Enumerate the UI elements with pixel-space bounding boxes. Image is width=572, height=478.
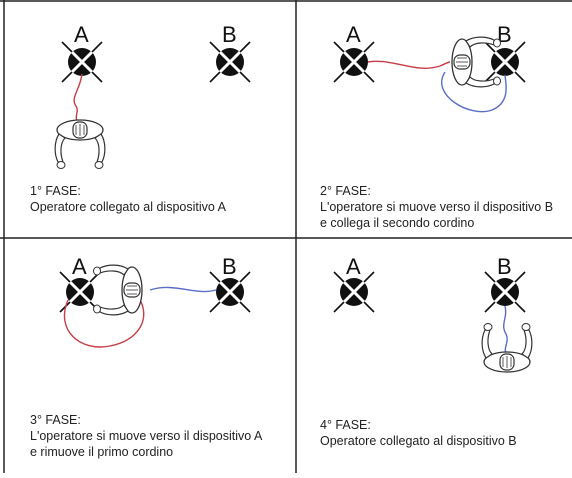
panel-1-caption: 1° FASE: Operatore collegato al disposit…	[30, 183, 290, 215]
panel-4-caption: 4° FASE: Operatore collegato al disposit…	[320, 417, 570, 449]
phase-description-line: e collega il secondo cordino	[320, 216, 475, 230]
anchor-b-label: B	[222, 22, 237, 47]
panel-2-caption: 2° FASE: L'operatore si muove verso il d…	[320, 183, 570, 231]
panel-2: A B	[332, 22, 527, 113]
operator-top-view-icon	[481, 322, 533, 373]
operator-top-view-icon	[92, 264, 143, 316]
second-lanyard	[149, 286, 217, 293]
second-lanyard	[441, 71, 507, 113]
panel-3: A B	[58, 254, 252, 348]
phase-title: 4° FASE:	[320, 418, 371, 432]
anchor-point-b-icon	[208, 40, 252, 84]
phase-description-line: e rimuove il primo cordino	[30, 445, 174, 459]
first-lanyard	[63, 299, 145, 348]
phase-description-line: Operatore collegato al dispositivo B	[320, 434, 517, 448]
panel-3-caption: 3° FASE: L'operatore si muove verso il d…	[30, 412, 295, 460]
panel-4: A B	[332, 254, 533, 373]
phase-description-line: L'operatore si muove verso il dispositiv…	[320, 200, 554, 214]
anchor-b-label: B	[222, 254, 237, 279]
phase-title: 2° FASE:	[320, 184, 371, 198]
phase-title: 3° FASE:	[30, 413, 81, 427]
phase-title: 1° FASE:	[30, 184, 81, 198]
anchor-point-a-icon	[332, 270, 376, 314]
phase-description-line: Operatore collegato al dispositivo A	[30, 200, 226, 214]
anchor-a-label: A	[346, 254, 361, 279]
anchor-a-label: A	[74, 22, 89, 47]
second-lanyard	[503, 305, 508, 357]
anchor-a-label: A	[72, 254, 87, 279]
phase-description-line: L'operatore si muove verso il dispositiv…	[30, 429, 263, 443]
first-lanyard	[367, 60, 451, 69]
panel-1: A B	[54, 22, 252, 170]
first-lanyard	[73, 73, 83, 125]
anchor-point-b-icon	[208, 270, 252, 314]
anchor-b-label: B	[497, 22, 512, 47]
anchor-a-label: A	[346, 22, 361, 47]
anchor-b-label: B	[497, 254, 512, 279]
operator-top-view-icon	[54, 119, 106, 170]
